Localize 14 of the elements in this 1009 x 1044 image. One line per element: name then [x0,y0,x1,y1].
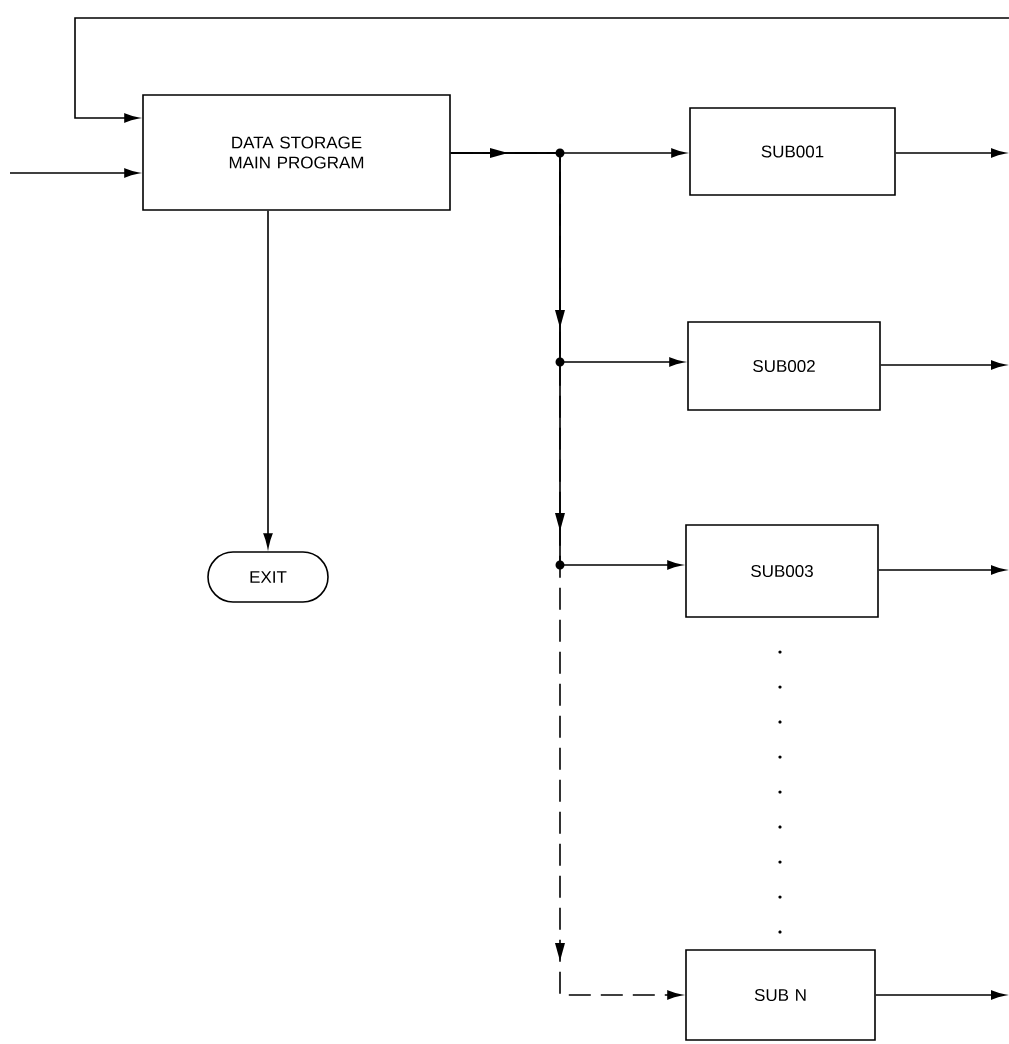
process-box: SUB N [685,949,876,1041]
arrow [450,152,682,1000]
arrow [875,990,1006,1000]
process-box: SUB003 [685,524,879,618]
arrow [74,17,1009,123]
arrow [895,148,1006,158]
terminal-box: EXIT [207,551,329,603]
process-box: SUB002 [687,321,881,411]
process-box: SUB001 [689,107,896,196]
arrow [9,168,139,178]
arrow [263,210,273,548]
process-box: DATA STORAGE MAIN PROGRAM [142,94,451,211]
arrow [878,565,1006,575]
arrow [880,360,1006,370]
